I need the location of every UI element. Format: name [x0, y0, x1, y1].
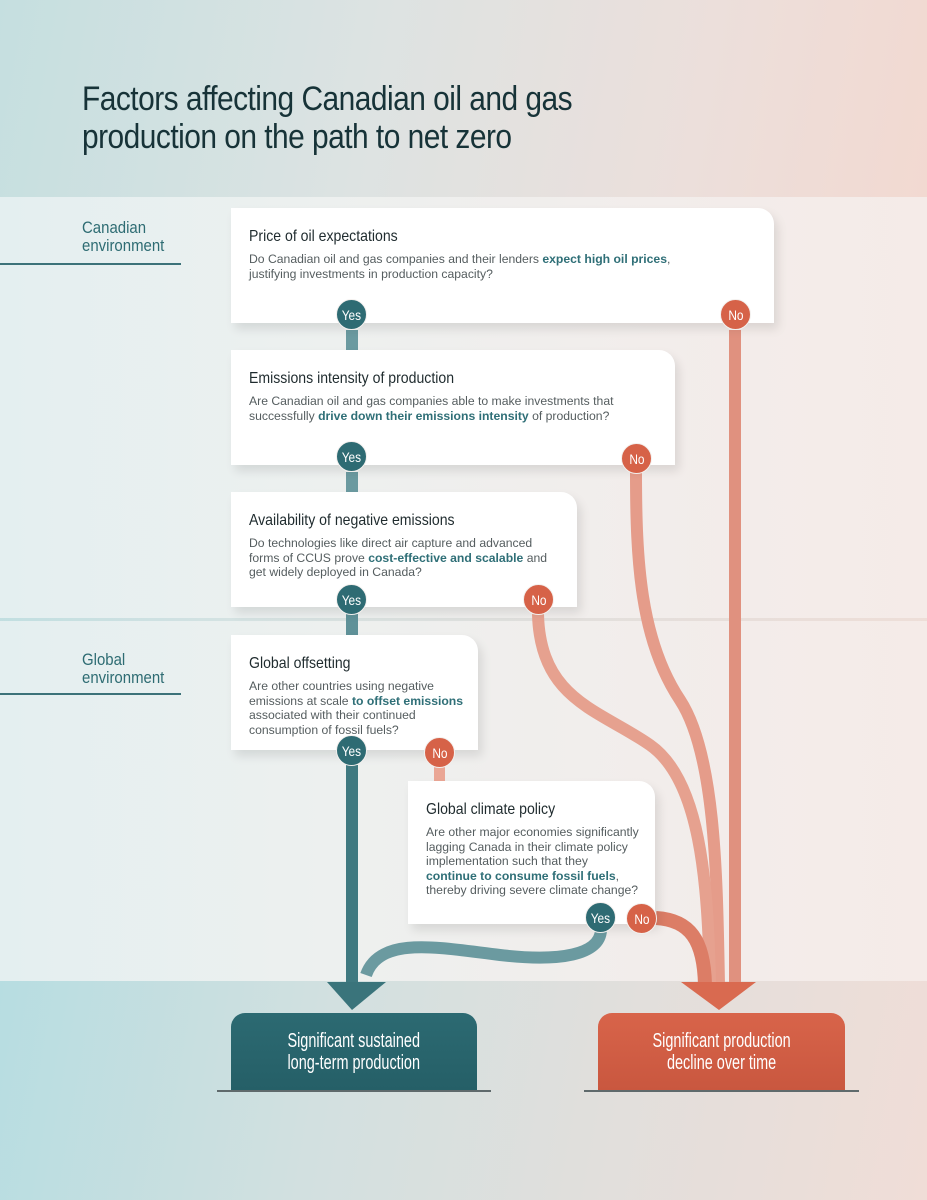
yes-badge-price: Yes — [336, 299, 367, 330]
card-highlight: to offset emissions — [351, 693, 464, 708]
no-badge-price: No — [720, 299, 751, 330]
card-highlight: drive down their emissions intensity — [318, 408, 529, 423]
outcome-label-line: Significant sustained — [287, 1029, 421, 1052]
yes-connector — [346, 330, 358, 352]
section-label-line: Canadian — [82, 218, 147, 237]
yes-badge-global-climate: Yes — [585, 902, 616, 933]
no-path-global-climate — [655, 911, 712, 986]
section-divider-canadian — [0, 263, 181, 265]
section-label-canadian: Canadian environment — [82, 219, 164, 255]
yes-badge-negative-emissions: Yes — [336, 584, 367, 615]
no-badge-negative-emissions: No — [523, 584, 554, 615]
yes-badge-global-offsetting: Yes — [336, 735, 367, 766]
yes-connector — [346, 614, 358, 636]
outcome-label-line: Significant production — [652, 1029, 791, 1052]
card-highlight: cost-effective and scalable — [368, 550, 524, 565]
card-highlight: continue to consume fossil fuels — [426, 868, 616, 883]
no-badge-global-climate: No — [626, 903, 657, 934]
outcome-label-line: decline over time — [666, 1051, 777, 1074]
card-question: Do Canadian oil and gas companies and th… — [249, 252, 671, 281]
card-question: Are Canadian oil and gas companies able … — [249, 394, 614, 423]
card-question: Do technologies like direct air capture … — [249, 536, 548, 579]
yes-connector — [346, 472, 358, 494]
yes-path-to-outcome — [346, 765, 358, 983]
no-path-emissions-intensity — [630, 471, 725, 986]
question-card-global-climate-policy: Global climate policy Are other major ec… — [408, 781, 655, 924]
card-highlight: expect high oil prices — [542, 252, 667, 266]
question-card-price-of-oil: Price of oil expectations Do Canadian oi… — [231, 208, 774, 323]
no-badge-emissions-intensity: No — [621, 443, 652, 474]
card-title: Emissions intensity of production — [249, 370, 455, 387]
no-path-negative-emissions — [532, 613, 716, 986]
page-title: Factors affecting Canadian oil and gas p… — [82, 80, 573, 156]
section-label-line: environment — [82, 668, 165, 687]
question-card-global-offsetting: Global offsetting Are other countries us… — [231, 635, 478, 750]
question-card-negative-emissions: Availability of negative emissions Do te… — [231, 492, 577, 607]
outcome-baseline — [584, 1090, 859, 1092]
arrow-down-icon — [327, 982, 386, 1010]
question-card-emissions-intensity: Emissions intensity of production Are Ca… — [231, 350, 675, 465]
card-title: Global offsetting — [249, 655, 351, 672]
section-label-global: Global environment — [82, 651, 164, 687]
yes-badge-emissions-intensity: Yes — [336, 441, 367, 472]
no-connector-offsetting — [434, 765, 445, 785]
no-path-price — [729, 330, 741, 985]
section-label-line: environment — [82, 236, 165, 255]
header-background — [0, 0, 927, 197]
card-question: Are other major economies significantly … — [426, 825, 639, 897]
arrow-down-icon — [681, 982, 756, 1010]
section-divider-global — [0, 693, 181, 695]
outcome-label-line: long-term production — [287, 1051, 421, 1074]
no-badge-global-offsetting: No — [424, 737, 455, 768]
section-label-line: Global — [82, 650, 126, 669]
card-title: Price of oil expectations — [249, 228, 398, 245]
card-question: Are other countries using negative emiss… — [249, 679, 464, 737]
card-title: Global climate policy — [426, 801, 556, 818]
outcome-baseline — [217, 1090, 491, 1092]
card-title: Availability of negative emissions — [249, 512, 455, 529]
yes-curve-global-climate — [360, 929, 607, 978]
